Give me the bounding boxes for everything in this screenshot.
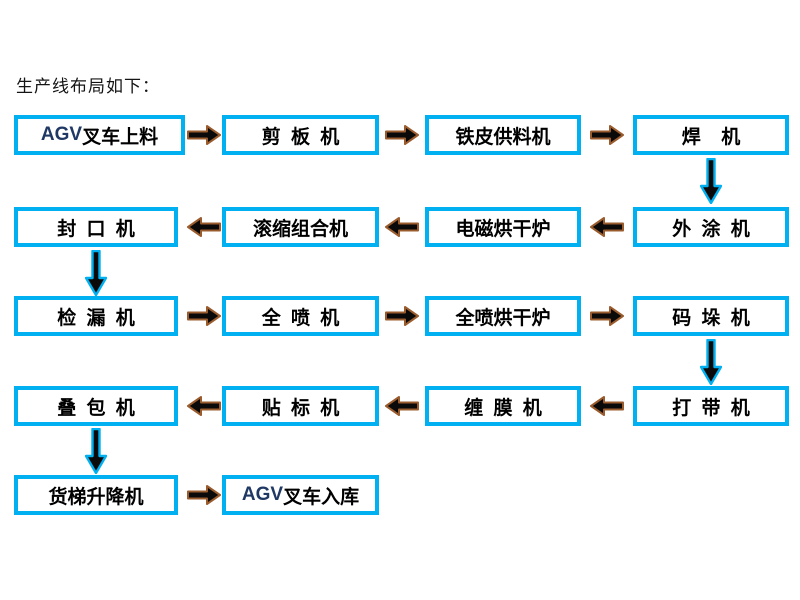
arrow-down-icon: [700, 158, 722, 204]
arrow-down-icon: [85, 428, 107, 474]
box-label: 码 垛 机: [672, 307, 750, 329]
box-welding-machine: 焊 机: [633, 115, 789, 155]
box-label: 滚缩组合机: [252, 218, 348, 240]
arrow-left-icon: [590, 217, 624, 237]
arrow-right-icon: [187, 485, 221, 505]
box-strapping-machine: 打 带 机: [633, 386, 789, 426]
box-label: 缠 膜 机: [464, 397, 542, 419]
box-label: 叉车入库: [283, 486, 360, 508]
page-title: 生产线布局如下：: [16, 77, 160, 96]
arrow-down-icon: [700, 339, 722, 385]
box-leak-tester: 检 漏 机: [14, 296, 178, 336]
arrow-right-icon: [187, 125, 221, 145]
arrow-left-icon: [590, 396, 624, 416]
box-label-latin: AGV: [241, 484, 284, 505]
arrow-right-icon: [187, 306, 221, 326]
arrow-left-icon: [385, 396, 419, 416]
box-label: 打 带 机: [672, 397, 750, 419]
box-label: 铁皮供料机: [455, 126, 551, 148]
box-electromagnetic-drying-oven: 电磁烘干炉: [425, 207, 581, 247]
box-labeling-machine: 贴 标 机: [222, 386, 379, 426]
arrow-left-icon: [187, 396, 221, 416]
arrow-right-icon: [590, 125, 624, 145]
box-label: 货梯升降机: [48, 486, 144, 508]
arrow-right-icon: [385, 306, 419, 326]
box-label: 叠 包 机: [57, 397, 135, 419]
arrow-down-icon: [85, 250, 107, 296]
box-label: 全喷烘干炉: [455, 307, 551, 329]
box-label: 检 漏 机: [57, 307, 135, 329]
box-roll-seaming-combo-machine: 滚缩组合机: [222, 207, 379, 247]
box-label-latin: AGV: [40, 124, 83, 145]
arrow-left-icon: [187, 217, 221, 237]
box-label: 叉车上料: [82, 126, 159, 148]
box-label: 剪 板 机: [261, 126, 340, 148]
box-label: 贴 标 机: [261, 397, 340, 419]
box-label: 电磁烘干炉: [455, 218, 551, 240]
box-label: 焊 机: [681, 126, 741, 148]
box-film-wrapping-machine: 缠 膜 机: [425, 386, 581, 426]
box-freight-elevator: 货梯升降机: [14, 475, 178, 515]
box-full-spray-drying-oven: 全喷烘干炉: [425, 296, 581, 336]
arrow-left-icon: [385, 217, 419, 237]
box-plate-shearing-machine: 剪 板 机: [222, 115, 379, 155]
arrow-right-icon: [590, 306, 624, 326]
box-stacking-machine: 叠 包 机: [14, 386, 178, 426]
box-label: 外 涂 机: [672, 218, 750, 240]
box-sheet-feeder: 铁皮供料机: [425, 115, 581, 155]
box-palletizer: 码 垛 机: [633, 296, 789, 336]
box-outer-coating-machine: 外 涂 机: [633, 207, 789, 247]
box-sealing-machine: 封 口 机: [14, 207, 178, 247]
box-full-spray-machine: 全 喷 机: [222, 296, 379, 336]
box-label: 封 口 机: [57, 218, 135, 240]
arrow-right-icon: [385, 125, 419, 145]
box-label: 全 喷 机: [261, 307, 340, 329]
